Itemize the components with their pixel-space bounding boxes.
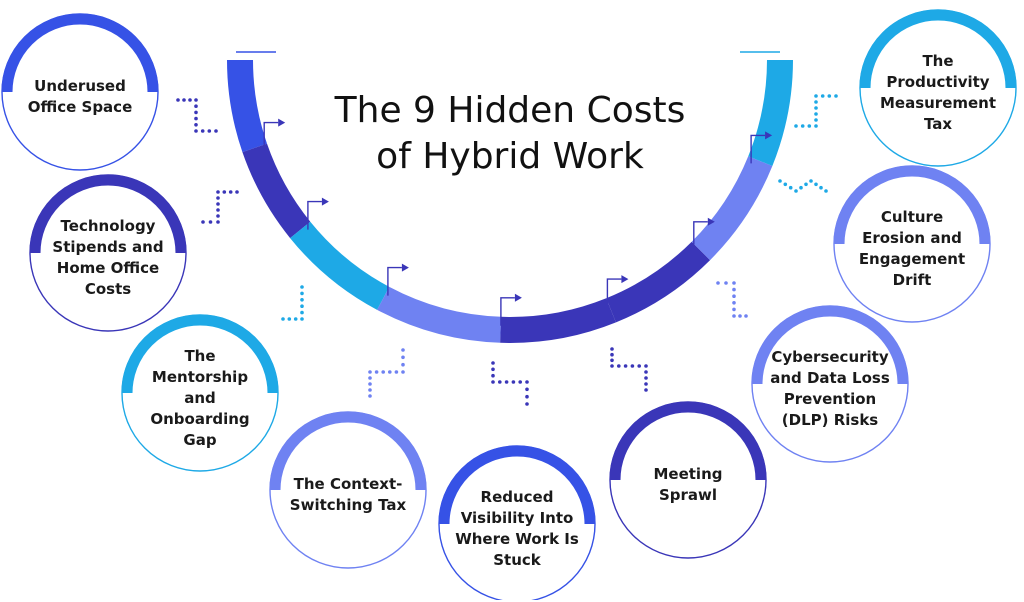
node-label: The Context-Switching Tax <box>289 475 407 514</box>
node-circle-culture-erosion <box>833 165 991 323</box>
arc-arrow-2 <box>307 197 329 230</box>
arc-arrow-4 <box>500 293 522 326</box>
page-title: The 9 Hidden Costs of Hybrid Work <box>290 88 730 180</box>
dotted-connector-5 <box>491 361 529 406</box>
node-label: Reduced Visibility Into Where Work Is St… <box>455 488 579 569</box>
dotted-connector-4 <box>368 348 405 398</box>
arc-segment-1 <box>227 59 268 153</box>
node-label: Culture Erosion and Engagement Drift <box>858 208 966 289</box>
dotted-connector-8 <box>778 179 828 193</box>
node-meeting-sprawl: Meeting Sprawl <box>616 412 760 558</box>
arc-segment-4 <box>377 286 502 343</box>
dotted-connector-2 <box>201 190 239 224</box>
title-line-1: The 9 Hidden Costs <box>334 90 686 131</box>
dotted-connector-9 <box>794 94 838 128</box>
arc-segment-5 <box>500 298 616 343</box>
node-label: Underused Office Space <box>27 77 133 116</box>
arc-segment-3 <box>290 221 390 310</box>
dotted-connector-7 <box>716 281 748 318</box>
arc-segment-7 <box>691 156 773 261</box>
node-circle-mentorship-onboarding-gap <box>121 314 279 472</box>
node-circle-cybersecurity-dlp <box>751 305 909 463</box>
dotted-connectors <box>176 94 838 406</box>
arc-arrows <box>236 51 780 326</box>
arc-arrow-3 <box>387 263 409 296</box>
node-circle-meeting-sprawl <box>609 401 767 559</box>
node-productivity-measurement-tax: The Productivity Measurement Tax <box>866 20 1010 166</box>
arc-arrow-7 <box>750 131 773 164</box>
node-circle-underused-office-space <box>1 13 159 171</box>
dotted-connector-6 <box>610 347 648 392</box>
arc-segment-8 <box>748 59 793 166</box>
node-circle-technology-stipends <box>29 174 187 332</box>
node-context-switching-tax: The Context-Switching Tax <box>276 422 420 568</box>
node-label: Technology Stipends and Home Office Cost… <box>52 217 164 298</box>
node-reduced-visibility: Reduced Visibility Into Where Work Is St… <box>445 456 589 602</box>
node-circle-context-switching-tax <box>269 411 427 569</box>
dotted-connector-3 <box>281 285 304 321</box>
arc-segment-2 <box>242 143 311 239</box>
title-line-2: of Hybrid Work <box>376 136 644 177</box>
arc-arrow-6 <box>693 217 715 250</box>
node-circles <box>1 9 1017 600</box>
arc-arrow-5 <box>606 275 629 308</box>
node-label: Cybersecurity and Data Loss Prevention (… <box>770 348 890 429</box>
node-technology-stipends: Technology Stipends and Home Office Cost… <box>36 185 180 331</box>
central-arc <box>227 59 793 343</box>
node-label: Meeting Sprawl <box>653 465 723 504</box>
arc-arrow-1 <box>263 118 286 151</box>
node-circle-productivity-measurement-tax <box>859 9 1017 167</box>
node-culture-erosion: Culture Erosion and Engagement Drift <box>840 176 984 322</box>
arc-segment-6 <box>606 241 711 323</box>
node-circle-reduced-visibility <box>438 445 596 600</box>
node-label: The Mentorship and Onboarding Gap <box>150 346 250 449</box>
node-cybersecurity-dlp: Cybersecurity and Data Loss Prevention (… <box>758 316 902 462</box>
node-mentorship-onboarding-gap: The Mentorship and Onboarding Gap <box>128 325 272 471</box>
node-underused-office-space: Underused Office Space <box>8 24 152 170</box>
dotted-connector-1 <box>176 98 218 133</box>
node-label: The Productivity Measurement Tax <box>879 52 997 133</box>
